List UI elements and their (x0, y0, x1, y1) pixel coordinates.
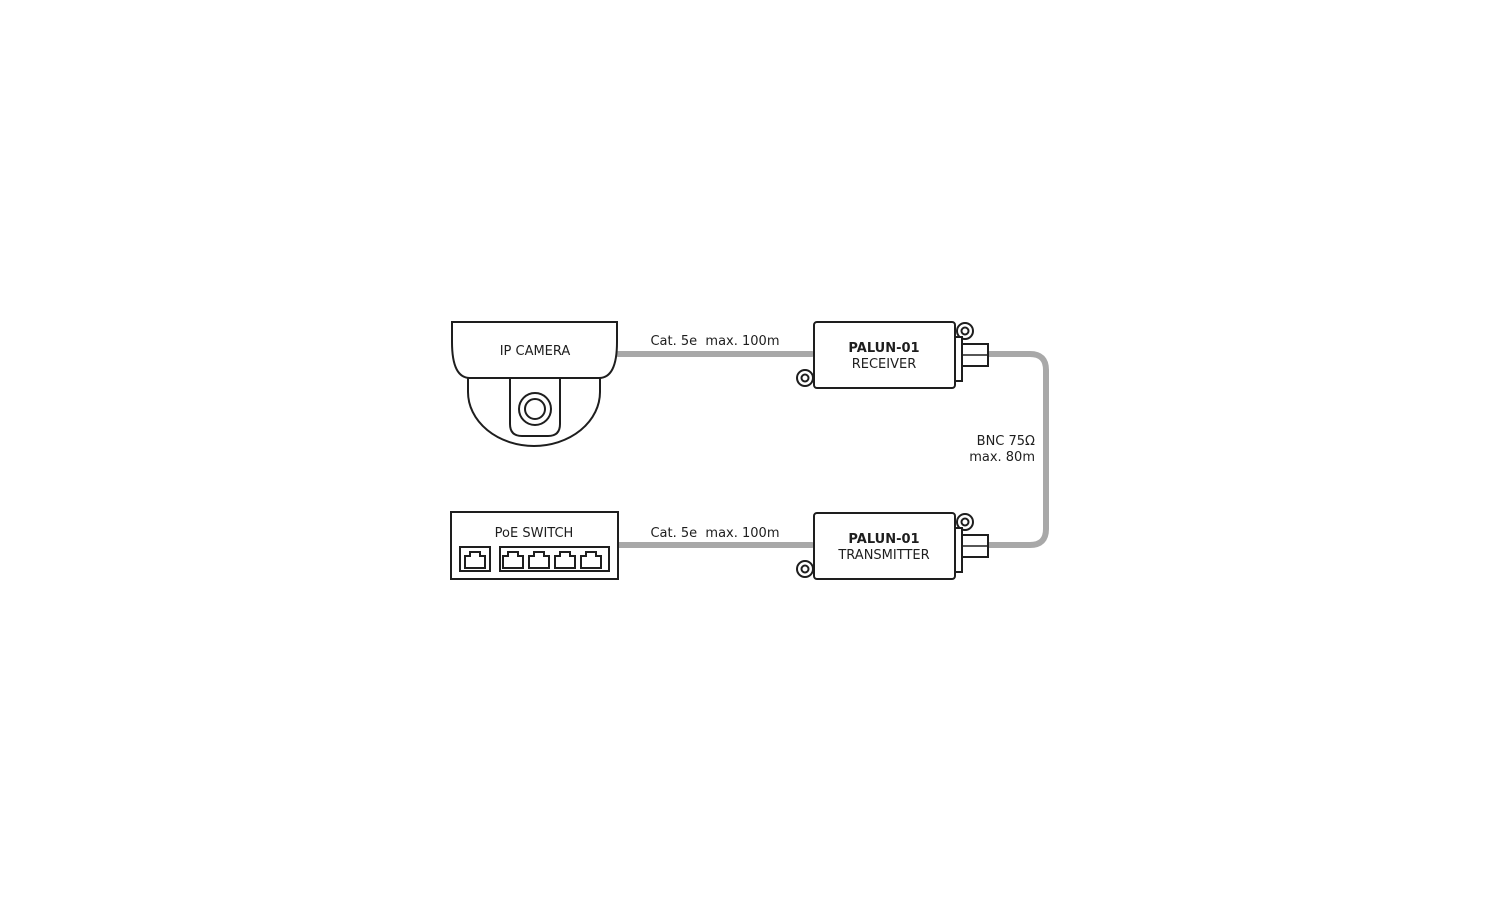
receiver-housing (813, 321, 956, 389)
uplink-port-icon (459, 546, 491, 572)
receiver-role: RECEIVER (852, 357, 917, 372)
camera-housing (451, 321, 618, 379)
camera-lens-inner-icon (524, 398, 546, 420)
ip-camera: IP CAMERA (451, 321, 618, 447)
switch-label: PoE SWITCH (495, 526, 574, 541)
cable-top-label: Cat. 5e max. 100m (650, 334, 779, 349)
cable-bottom-label: Cat. 5e max. 100m (650, 526, 779, 541)
poe-switch: PoE SWITCH (450, 511, 619, 580)
palun-receiver: PALUN-01 RECEIVER (796, 321, 989, 389)
coax-length-label: max. 80m (969, 450, 1035, 465)
palun-transmitter: PALUN-01 TRANSMITTER (796, 512, 989, 580)
camera-label: IP CAMERA (500, 344, 571, 359)
bnc-base (954, 336, 963, 382)
ethernet-ports-icon (499, 546, 610, 572)
bnc-coax-cable (985, 351, 1049, 548)
bnc-base (954, 527, 963, 573)
transmitter-model: PALUN-01 (848, 532, 919, 547)
coax-spec-label: BNC 75Ω (977, 434, 1035, 449)
transmitter-housing (813, 512, 956, 580)
receiver-model: PALUN-01 (848, 341, 919, 356)
transmitter-role: TRANSMITTER (837, 548, 929, 563)
